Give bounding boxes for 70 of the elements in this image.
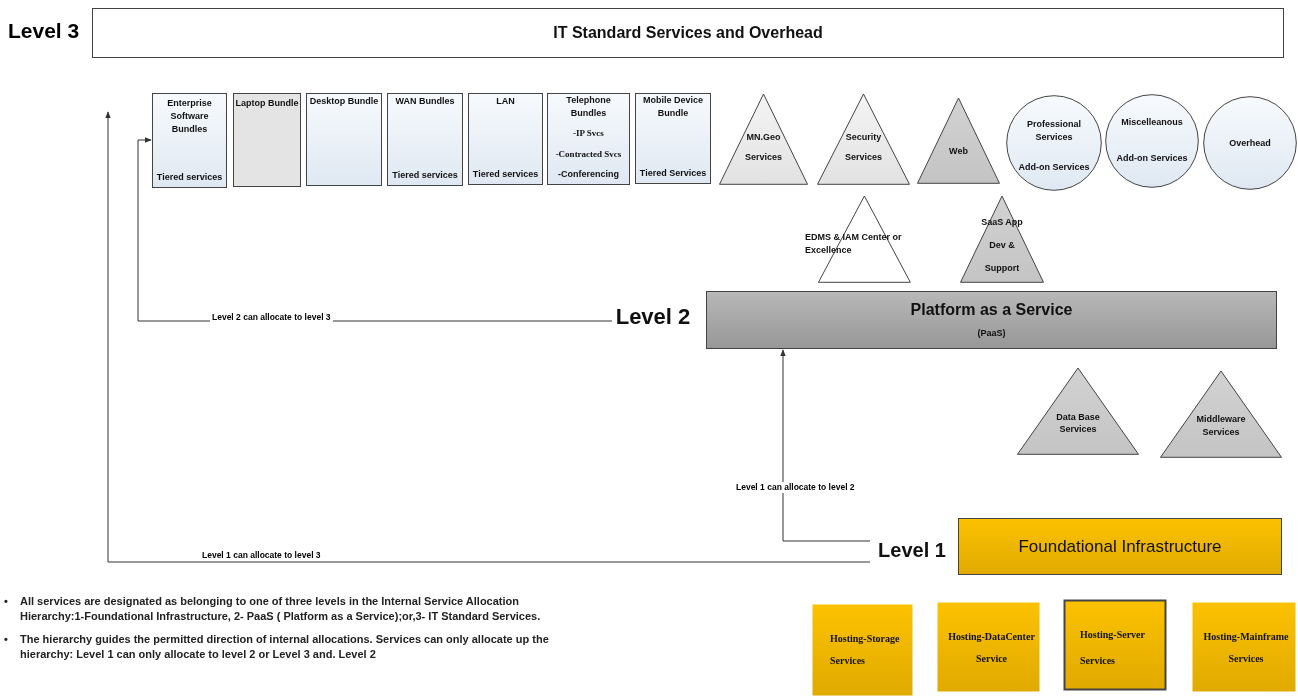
service-box	[233, 93, 301, 187]
node-text: -Contracted Svcs	[555, 147, 622, 161]
node-title: Platform as a Service	[910, 300, 1073, 321]
service-triangle	[817, 93, 910, 185]
service-triangle	[960, 195, 1044, 283]
service-box	[468, 93, 543, 185]
service-box	[635, 93, 711, 184]
node-title: IT Standard Services and Overhead	[553, 23, 823, 43]
service-triangle	[1160, 370, 1282, 458]
arrow	[105, 111, 871, 563]
node-text: Add-on Services	[1018, 161, 1090, 175]
hosting-box	[1064, 600, 1166, 690]
node-text: Tiered services	[392, 169, 458, 182]
node-text: Tiered Services	[639, 167, 707, 180]
service-triangle	[719, 93, 808, 185]
node-text: Tiered services	[156, 171, 223, 184]
hosting-box	[812, 604, 913, 696]
service-circle	[1105, 94, 1199, 188]
node-title: WAN Bundles	[395, 95, 455, 108]
header-bar	[92, 8, 1284, 58]
edge-label: Level 2 can allocate to level 3	[210, 312, 333, 323]
bullet-mark: •	[4, 632, 9, 647]
node-title: Level 1	[878, 538, 946, 562]
node-title: Laptop Bundle	[235, 97, 299, 110]
service-box	[387, 93, 463, 186]
service-circle	[1203, 96, 1297, 190]
node-title: EDMS & IAM Center or Excellence	[805, 231, 903, 257]
bullet-note: All services are designated as belonging to one of three levels in the Internal Service Allocation Hierarchy:1-Foundational Infrastructure, 2- PaaS ( Platform as a Service);or,3- IT Standard Services.	[20, 594, 542, 624]
node-title: Miscelleanous	[1121, 115, 1183, 129]
node-title: Enterprise Software Bundles	[166, 97, 213, 136]
node-title: Web	[949, 145, 968, 158]
node-title: Hosting-Mainframe Services	[1202, 630, 1290, 666]
service-circle	[1006, 95, 1102, 191]
platform-bar	[706, 291, 1277, 349]
node-title: Foundational Infrastructure	[1018, 536, 1222, 557]
level-label: Level 3	[8, 18, 80, 44]
service-triangle	[1017, 367, 1139, 455]
service-triangle	[917, 97, 1000, 184]
node-title: Mobile Device Bundle	[642, 94, 704, 120]
service-box	[306, 93, 382, 186]
node-text: (PaaS)	[977, 326, 1006, 340]
node-title: Hosting-DataCenter Service	[947, 630, 1036, 666]
node-text: Tiered services	[472, 168, 539, 181]
hosting-box	[937, 602, 1040, 692]
node-title: Professional Services	[1026, 117, 1082, 144]
node-title: Level 2	[615, 304, 691, 330]
bullet-note: The hierarchy guides the permitted direction of internal allocations. Services can only allocate up the hierarchy: Level 1 can only allocate to level 2 or Level 3 and. Level 2	[20, 632, 550, 662]
node-title: SaaS App Dev & Support	[980, 216, 1024, 275]
service-box	[547, 93, 630, 185]
service-triangle	[805, 195, 913, 283]
edge-label: Level 1 can allocate to level 2	[734, 482, 857, 493]
node-title: Middleware Services	[1195, 413, 1247, 439]
node-title: Hosting-Server Services	[1080, 628, 1146, 668]
node-text: -IP Svcs	[573, 127, 604, 141]
node-title: LAN	[496, 95, 515, 108]
hosting-box	[1192, 602, 1296, 692]
edge-label: Level 1 can allocate to level 3	[200, 550, 323, 561]
node-text: Add-on Services	[1116, 151, 1188, 165]
arrow	[780, 349, 871, 542]
service-box	[152, 93, 227, 188]
node-title: Hosting-Storage Services	[830, 632, 901, 668]
node-title: Desktop Bundle	[309, 95, 379, 108]
foundation-bar	[958, 518, 1282, 575]
bullet-mark: •	[4, 594, 9, 609]
node-title: MN.Geo Services	[743, 131, 783, 164]
node-title: Telephone Bundles	[565, 94, 612, 120]
node-title: Data Base Services	[1055, 411, 1101, 435]
node-text: -Conferencing	[558, 168, 619, 181]
node-title: Security Services	[843, 131, 883, 164]
node-title: Overhead	[1229, 136, 1271, 150]
